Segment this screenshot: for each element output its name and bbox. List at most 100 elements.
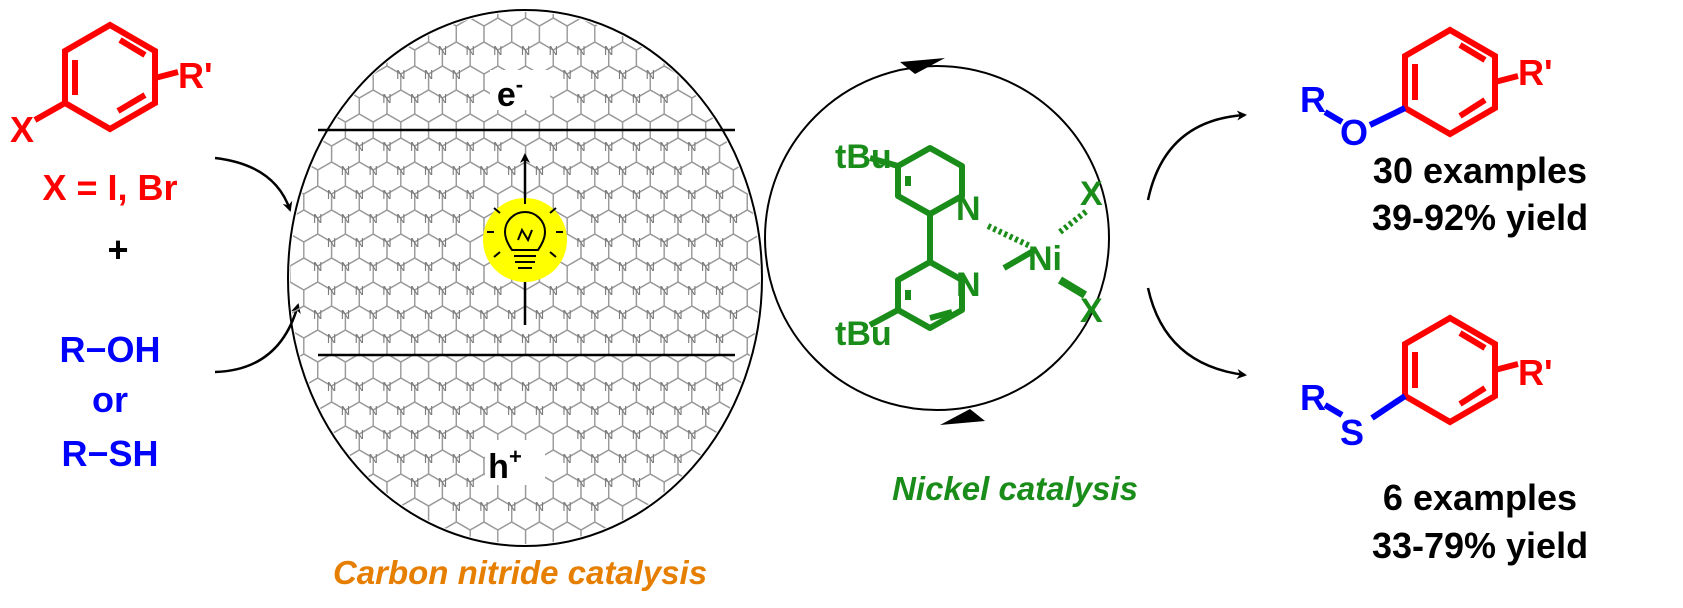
triazine-ring — [524, 12, 554, 27]
aryl-halide: X R' — [10, 21, 213, 150]
nitrogen-atom-label: N — [576, 427, 585, 442]
triazine-ring — [789, 498, 817, 530]
nitrogen-atom-label: N — [507, 163, 516, 178]
triazine-ring — [663, 41, 693, 75]
nitrogen-atom-label: N — [465, 427, 474, 442]
nitrogen-atom-label: N — [327, 187, 336, 202]
nitrogen-atom-label: N — [424, 211, 433, 226]
nitrogen-atom-label: N — [549, 139, 558, 154]
triazine-ring — [803, 282, 831, 314]
nitrogen-atom-label: N — [604, 139, 613, 154]
nitrogen-atom-label: N — [507, 307, 516, 322]
aryl-x-label: X — [10, 109, 34, 150]
triazine-ring — [761, 354, 789, 386]
triazine-ring — [524, 521, 554, 544]
triazine-ring — [789, 402, 817, 434]
triazine-ring — [746, 281, 760, 315]
nitrogen-atom-label: N — [452, 499, 461, 514]
triazine-ring — [635, 521, 665, 544]
triazine-ring — [358, 41, 388, 75]
ether-examples: 30 examples — [1373, 150, 1587, 191]
triazine-ring — [830, 522, 858, 554]
benzene-ring — [33, 21, 179, 133]
triazine-ring — [344, 17, 374, 51]
triazine-ring — [290, 449, 319, 483]
triazine-ring — [303, 425, 333, 459]
nitrogen-atom-label: N — [604, 331, 613, 346]
nitrogen-atom-label: N — [465, 139, 474, 154]
triazine-ring — [817, 498, 845, 530]
curved-arrow-thioether-out — [1146, 287, 1247, 379]
nitrogen-atom-label: N — [521, 43, 530, 58]
triazine-ring — [330, 41, 360, 75]
ether-yield: 39-92% yield — [1372, 197, 1588, 238]
nitrogen-atom-label: N — [479, 307, 488, 322]
triazine-ring — [872, 402, 900, 434]
triazine-ring — [746, 473, 760, 507]
nitrogen-atom-label: N — [396, 163, 405, 178]
triazine-ring — [858, 282, 886, 314]
triazine-ring — [718, 473, 748, 507]
nitrogen-atom-label: N — [327, 379, 336, 394]
nitrogen-atom-label: N — [576, 91, 585, 106]
triazine-ring — [844, 258, 872, 290]
nitrogen-atom-label: N — [410, 91, 419, 106]
triazine-ring — [803, 0, 831, 26]
triazine-ring — [706, 546, 734, 578]
nitrogen-atom-label: N — [382, 379, 391, 394]
triazine-ring — [830, 234, 858, 266]
tbu-top-label: tBu — [835, 138, 892, 176]
curved-arrow-ether-out — [1146, 110, 1247, 201]
nitrogen-atom-label: N — [729, 211, 738, 226]
nitrogen-atom-label: N — [535, 403, 544, 418]
triazine-ring — [789, 210, 817, 242]
nitrogen-atom-label: N — [604, 283, 613, 298]
nitrogen-atom-label: N — [673, 307, 682, 322]
nickel-bipyridine-complex: tBu tBu N N Ni X X — [835, 138, 1103, 353]
nitrogen-atom-label: N — [355, 187, 364, 202]
nitrogen-atom-label: N — [701, 163, 710, 178]
triazine-ring — [858, 474, 886, 506]
nitrogen-atom-label: N — [576, 235, 585, 250]
nitrogen-atom-label: N — [632, 235, 641, 250]
triazine-ring — [718, 521, 748, 544]
triazine-ring — [732, 113, 760, 147]
nitrogen-atom-label: N — [452, 259, 461, 274]
triazine-ring — [732, 17, 760, 51]
nickel-cycle — [764, 58, 1110, 425]
nitrogen-atom-label: N — [687, 187, 696, 202]
triazine-ring — [803, 330, 831, 362]
triazine-ring — [705, 65, 735, 99]
triazine-ring — [817, 258, 845, 290]
nitrogen-atom-label: N — [382, 331, 391, 346]
thioether-sulfur-label: S — [1340, 412, 1364, 453]
or-label: or — [92, 379, 128, 420]
nitrogen-atom-label: N — [368, 259, 377, 274]
triazine-ring — [775, 186, 803, 218]
triazine-ring — [732, 401, 760, 435]
nitrogen-atom-label: N — [424, 403, 433, 418]
triazine-ring — [317, 65, 347, 99]
nitrogen-atom-label: N — [632, 379, 641, 394]
triazine-ring — [718, 41, 748, 75]
nitrogen-atom-label: N — [687, 427, 696, 442]
nitrogen-atom-label: N — [438, 43, 447, 58]
triazine-ring — [290, 329, 305, 363]
triazine-ring — [290, 65, 319, 99]
nitrogen-atom-label: N — [562, 403, 571, 418]
triazine-ring — [830, 186, 858, 218]
nitrogen-atom-label: N — [465, 43, 474, 58]
nitrogen-atom-label: N — [659, 283, 668, 298]
triazine-ring — [789, 354, 817, 386]
nitrogen-atom-label: N — [590, 451, 599, 466]
triazine-ring — [775, 42, 803, 74]
triazine-ring — [761, 546, 789, 578]
nitrogen-atom-label: N — [632, 283, 641, 298]
nitrogen-atom-label: N — [687, 235, 696, 250]
triazine-ring — [858, 234, 886, 266]
nitrogen-atom-label: N — [382, 139, 391, 154]
nitrogen-atom-label: N — [562, 67, 571, 82]
nickel-caption: Nickel catalysis — [892, 470, 1138, 507]
triazine-ring — [705, 449, 735, 483]
